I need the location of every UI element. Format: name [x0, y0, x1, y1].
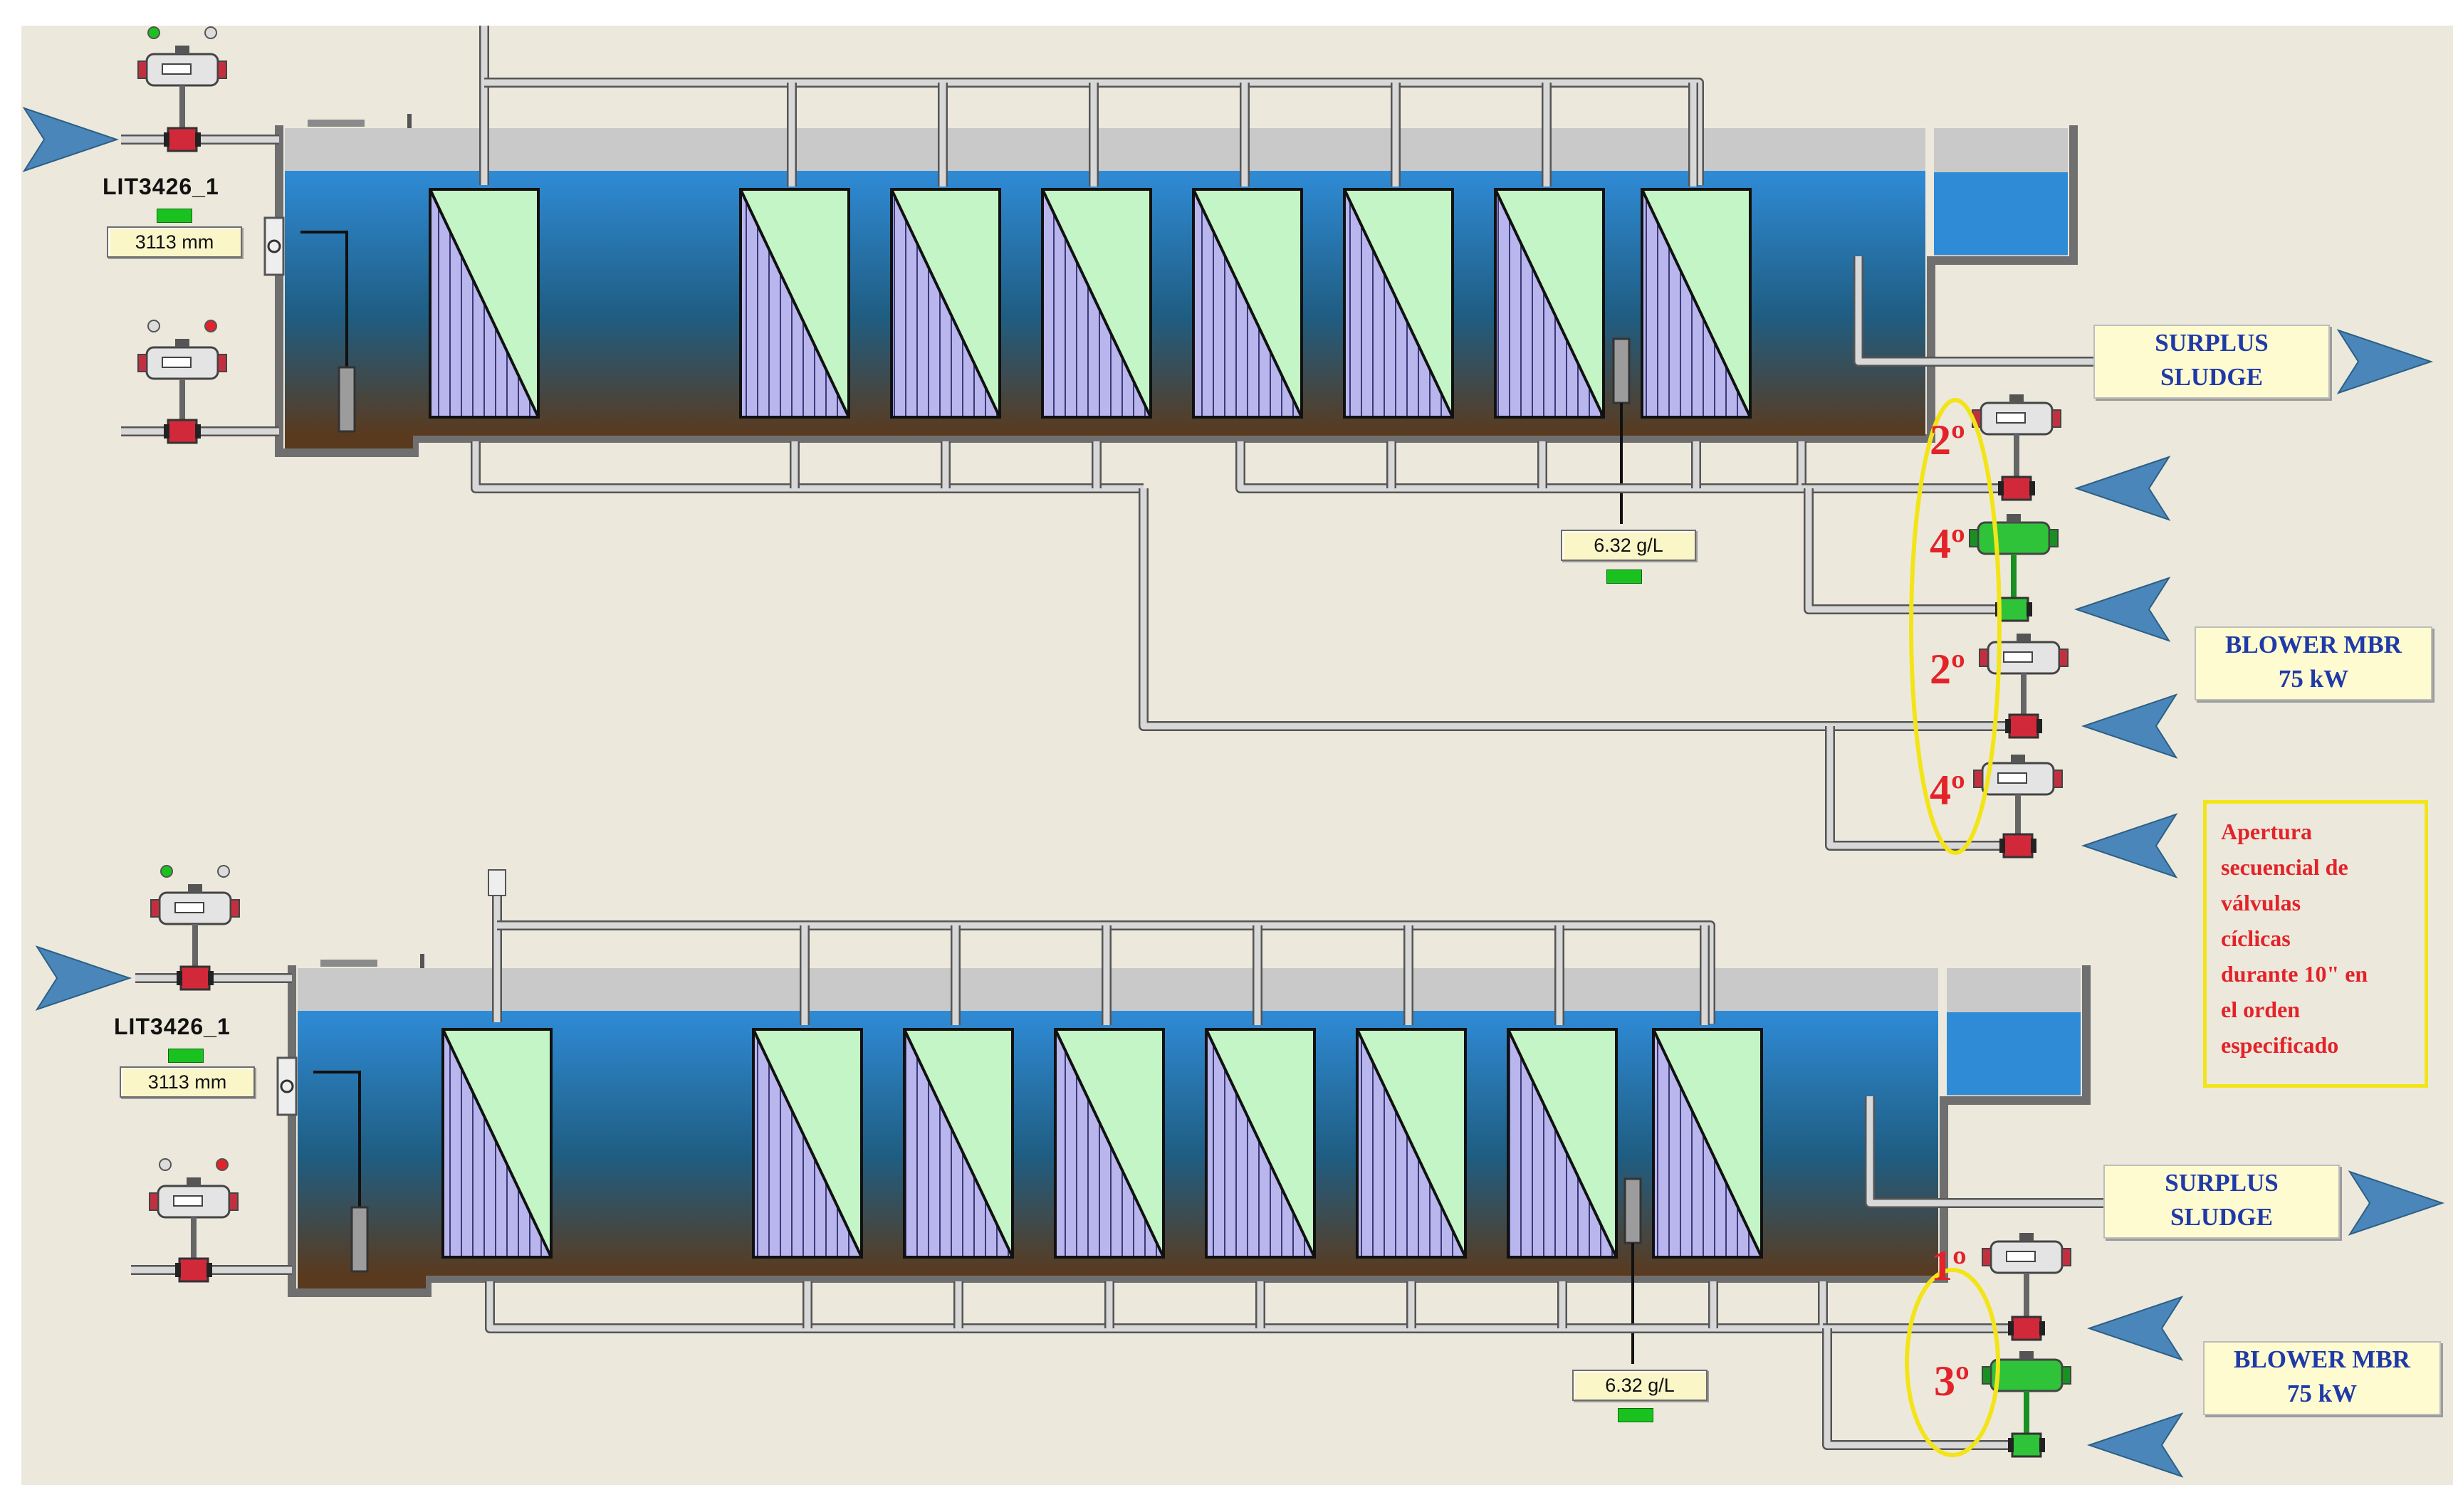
flow-arrows — [22, 107, 2445, 1478]
membrane-module-icon — [903, 1028, 1014, 1259]
membrane-module-icon — [1652, 1028, 1763, 1259]
inlet-valve-1[interactable] — [137, 26, 227, 152]
membrane-module-icon — [1641, 188, 1752, 419]
inlet-arrow-icon — [35, 945, 132, 1011]
membrane-module-icon — [739, 188, 850, 419]
sequence-mark-5: 1º — [1931, 1242, 1967, 1289]
sequence-mark-2: 4º — [1930, 520, 1965, 567]
cyclic-valve-2nd-b[interactable] — [1979, 634, 2069, 739]
cyclic-valve-2nd-a[interactable] — [1972, 394, 2061, 501]
sequence-mark-6: 3º — [1934, 1358, 1970, 1405]
blower-line-4: 75 kW — [2286, 1380, 2358, 1407]
sequence-mark-3: 2º — [1930, 646, 1965, 693]
mbr-tank-2 — [276, 954, 2091, 1364]
sequence-mark-1: 2º — [1930, 416, 1965, 463]
sequence-highlights — [1905, 398, 2002, 1457]
blower-arrow-icon — [2074, 577, 2171, 642]
membrane-module-icon — [890, 188, 1001, 419]
note-line-1: Apertura — [2221, 819, 2312, 844]
sequence-ellipse-1 — [1909, 398, 2002, 855]
inlet-arrow-icon — [22, 107, 120, 172]
level-tag-1: LIT3426_1 — [103, 174, 219, 199]
surplus-sludge-line-4: SLUDGE — [2170, 1203, 2273, 1231]
mlss-readout-1[interactable]: 6.32 g/L — [1561, 530, 1696, 561]
sequence-note: Apertura secuencial de válvulas cíclicas… — [2203, 800, 2428, 1088]
membrane-module-icon — [1494, 188, 1605, 419]
membrane-module-icon — [1507, 1028, 1618, 1259]
sludge-sump — [285, 436, 413, 448]
level-transmitter-icon — [313, 1071, 361, 1207]
note-line-5: durante 10" en — [2221, 961, 2368, 987]
sequence-ellipse-2 — [1905, 1268, 2000, 1457]
blower-line-1: BLOWER MBR — [2225, 631, 2402, 658]
blower-label-2[interactable]: BLOWER MBR 75 kW — [2203, 1341, 2441, 1415]
blower-arrow-icon — [2081, 813, 2178, 878]
membrane-module-icon — [441, 1028, 553, 1259]
note-line-7: especificado — [2221, 1032, 2339, 1058]
overflow-water — [1934, 172, 2068, 255]
membrane-module-icon — [1205, 1028, 1316, 1259]
membrane-module-icon — [1041, 188, 1152, 419]
surplus-sludge-line-2: SLUDGE — [2160, 363, 2263, 391]
blower-arrow-icon — [2086, 1296, 2184, 1361]
membrane-module-icon — [429, 188, 540, 419]
drain-valve-2[interactable] — [149, 1158, 239, 1283]
mlss-readout-2[interactable]: 6.32 g/L — [1572, 1370, 1708, 1401]
inlet-valve-2[interactable] — [150, 865, 240, 991]
blower-line-3: BLOWER MBR — [2234, 1345, 2410, 1373]
note-line-3: válvulas — [2221, 890, 2301, 915]
membrane-module-icon — [1343, 188, 1454, 419]
cyclic-valve-4th-b[interactable] — [1973, 755, 2063, 859]
blower-arrow-icon — [2081, 693, 2178, 759]
mlss-status-led-1 — [1606, 569, 1642, 584]
note-line-6: el orden — [2221, 997, 2301, 1022]
level-transmitter-icon — [300, 231, 348, 367]
mlss-status-led-2 — [1618, 1408, 1653, 1422]
note-line-2: secuencial de — [2221, 854, 2348, 880]
blower-label-1[interactable]: BLOWER MBR 75 kW — [2195, 626, 2432, 700]
surplus-sludge-label-1[interactable]: SURPLUS SLUDGE — [2093, 325, 2330, 399]
surplus-sludge-line-1: SURPLUS — [2155, 329, 2269, 357]
membrane-module-icon — [1192, 188, 1303, 419]
sludge-sump — [298, 1276, 426, 1288]
membrane-module-icon — [1356, 1028, 1467, 1259]
outlet-arrow-icon — [2336, 329, 2434, 394]
cyclic-valve-1st[interactable] — [1982, 1233, 2071, 1341]
overflow-water — [1947, 1012, 2081, 1095]
outlet-arrow-icon — [2348, 1170, 2445, 1236]
membrane-module-icon — [752, 1028, 863, 1259]
cyclic-valve-3rd[interactable] — [1982, 1351, 2071, 1458]
mlss-probe-icon — [1623, 1177, 1642, 1244]
level-sensor-bracket — [263, 216, 285, 276]
mbr-tank-1 — [263, 114, 2078, 524]
membrane-module-icon — [1054, 1028, 1165, 1259]
valves — [137, 26, 2071, 1458]
level-readout-2[interactable]: 3113 mm — [120, 1066, 255, 1098]
level-status-led-1 — [157, 209, 192, 223]
level-tag-2: LIT3426_1 — [114, 1014, 231, 1039]
pipework — [121, 26, 2103, 1450]
note-line-4: cíclicas — [2221, 925, 2291, 951]
blower-arrow-icon — [2074, 456, 2171, 521]
drain-valve-1[interactable] — [137, 320, 227, 444]
surplus-sludge-label-2[interactable]: SURPLUS SLUDGE — [2103, 1165, 2340, 1239]
tank-wall — [275, 125, 2078, 457]
sequence-mark-4: 4º — [1930, 767, 1965, 814]
level-status-led-2 — [168, 1049, 204, 1063]
level-readout-1[interactable]: 3113 mm — [107, 226, 242, 258]
blower-arrow-icon — [2086, 1412, 2184, 1478]
tank-wall — [288, 965, 2091, 1297]
surplus-sludge-line-3: SURPLUS — [2165, 1169, 2279, 1197]
blower-line-2: 75 kW — [2278, 665, 2349, 693]
mlss-probe-icon — [1612, 337, 1631, 404]
